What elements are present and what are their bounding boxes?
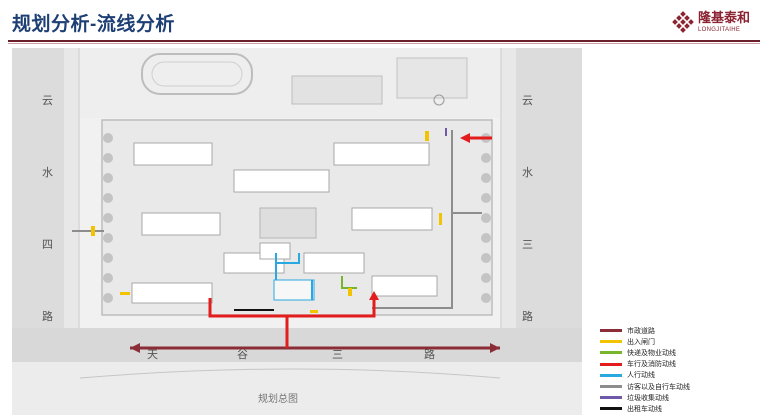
legend-swatch [600,351,622,355]
legend-label: 快递及物业动线 [627,348,676,357]
header-divider-thin [8,43,760,44]
road-bottom-char: 路 [424,348,435,361]
legend-swatch [600,407,622,411]
legend-label: 出租车动线 [627,404,662,413]
legend-item: 出入闸门 [600,336,750,347]
site-plan-drawing [12,48,582,415]
road-bottom-char: 三 [332,348,343,361]
legend-item: 访客以及自行车动线 [600,381,750,392]
legend-label: 访客以及自行车动线 [627,382,690,391]
legend-label: 垃圾收集动线 [627,393,669,402]
legend-label: 出入闸门 [627,337,655,346]
road-right-char: 水 [522,166,533,179]
road-bottom-char: 天 [147,348,158,361]
legend-swatch [600,340,622,344]
road-bottom-char: 谷 [237,348,248,361]
road-right-char: 三 [522,238,533,251]
road-left-char: 云 [42,94,53,107]
legend-item: 人行动线 [600,370,750,381]
road-left-char: 水 [42,166,53,179]
logo-diamond-icon [672,11,694,33]
header-divider [8,40,760,42]
logo-english-name: LONGJITAIHE [697,26,741,33]
road-right-char: 云 [522,94,533,107]
legend-item: 出租车动线 [600,403,750,414]
plan-caption: 规划总图 [258,394,298,405]
legend-label: 市政道路 [627,326,655,335]
road-right-char: 路 [522,310,533,323]
site-plan: 云 水 四 路 云 水 三 路 天 谷 三 路 [12,48,582,415]
legend-label: 人行动线 [627,371,655,380]
legend-label: 车行及消防动线 [627,360,676,369]
road-left-char: 四 [42,238,53,251]
legend-item: 垃圾收集动线 [600,392,750,403]
road-left-char: 路 [42,310,53,323]
legend-item: 市政道路 [600,325,750,336]
header: 规划分析-流线分析 隆基泰和 LONGJITAIHE [0,0,760,40]
legend-swatch [600,329,622,333]
company-logo: 隆基泰和 LONGJITAIHE [672,10,750,34]
legend: 市政道路 出入闸门 快递及物业动线 车行及消防动线 人行动线 访客以及自行车动线… [600,325,750,415]
legend-swatch [600,385,622,389]
page-title: 规划分析-流线分析 [12,14,175,35]
logo-chinese-name: 隆基泰和 [697,10,750,26]
legend-swatch [600,396,622,400]
legend-swatch [600,362,622,366]
legend-item: 车行及消防动线 [600,359,750,370]
legend-item: 快递及物业动线 [600,347,750,358]
legend-swatch [600,373,622,377]
